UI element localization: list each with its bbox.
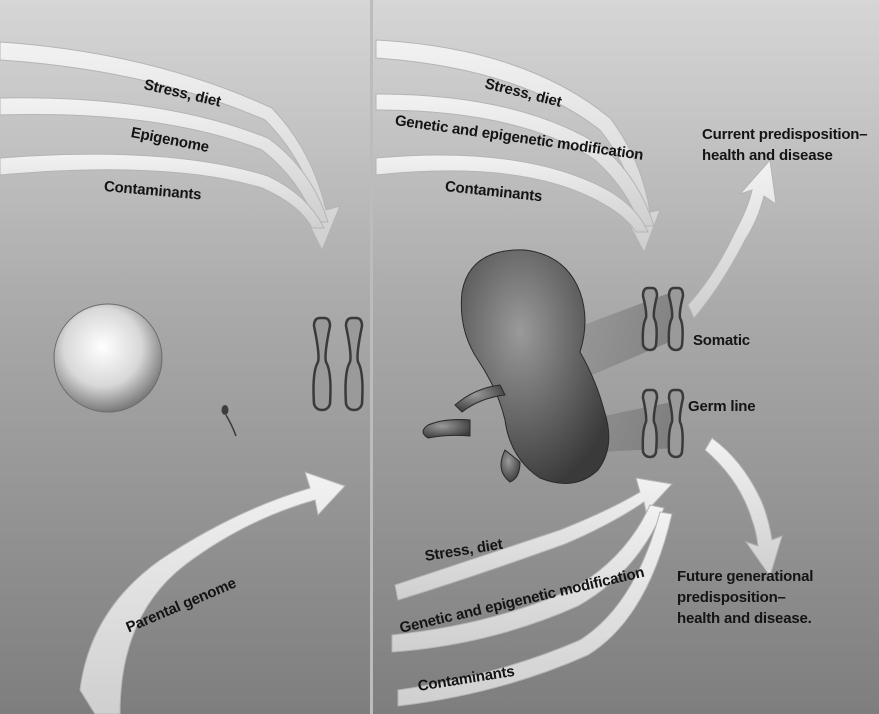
label-current-outcome-2: health and disease xyxy=(702,147,833,165)
chromosome-germ-2 xyxy=(669,390,683,457)
chromosome-somatic-2 xyxy=(669,288,683,350)
label-current-outcome-1: Current predisposition– xyxy=(702,126,867,144)
chromosome-left-2 xyxy=(346,318,363,410)
label-future-outcome-1: Future generational xyxy=(677,568,813,586)
chromosome-left-1 xyxy=(314,318,331,410)
chromosome-somatic-1 xyxy=(643,288,657,350)
label-future-outcome-2: predisposition– xyxy=(677,589,786,607)
label-future-outcome-3: health and disease. xyxy=(677,610,812,628)
label-germ-line: Germ line xyxy=(688,398,755,416)
egg-cell xyxy=(54,304,162,412)
panel-divider xyxy=(370,0,373,714)
label-somatic: Somatic xyxy=(693,332,750,350)
chromosome-germ-1 xyxy=(643,390,657,457)
